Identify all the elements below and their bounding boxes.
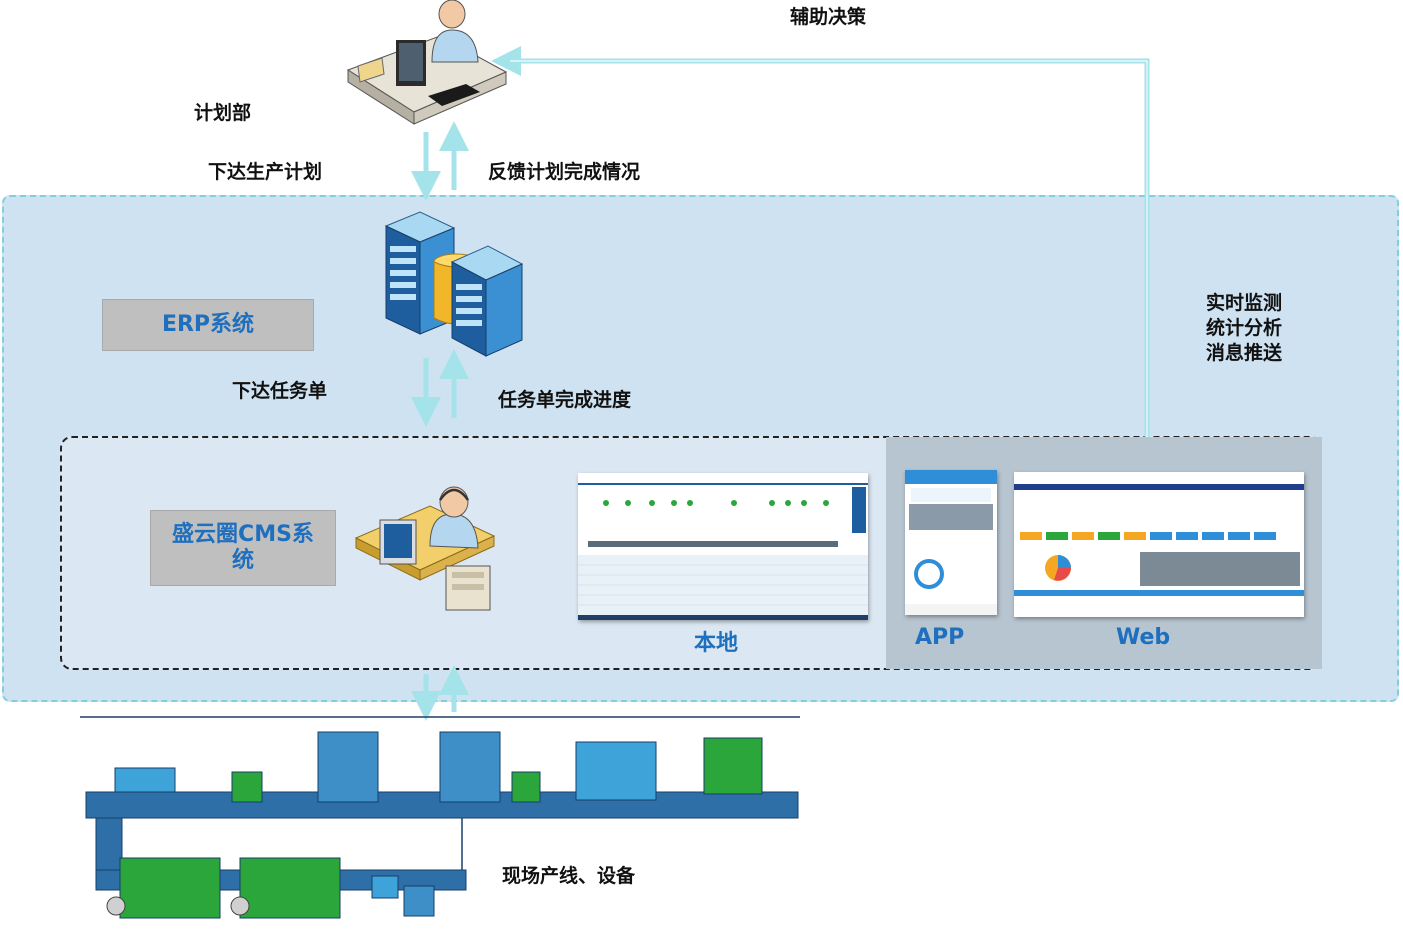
cms-system-box: 盛云圈CMS系统	[150, 510, 336, 586]
local-screen	[578, 473, 868, 620]
issue-task-label: 下达任务单	[232, 380, 328, 402]
monitor-label-1: 实时监测	[1206, 292, 1283, 314]
app-client-label: APP	[915, 625, 965, 650]
feedback-plan-label: 反馈计划完成情况	[488, 161, 641, 183]
erp-system-box: ERP系统	[102, 299, 314, 351]
monitor-label-2: 统计分析	[1206, 317, 1283, 339]
planning-dept-label: 计划部	[194, 102, 252, 124]
issue-plan-label: 下达生产计划	[208, 161, 323, 183]
app-screen	[905, 470, 997, 615]
web-client-label: Web	[1116, 625, 1171, 650]
web-screen	[1014, 472, 1304, 617]
aux-decision-label: 辅助决策	[790, 6, 867, 28]
task-progress-label: 任务单完成进度	[498, 389, 632, 411]
local-client-label: 本地	[694, 631, 739, 656]
monitor-label-3: 消息推送	[1206, 342, 1283, 364]
field-devices-label: 现场产线、设备	[502, 865, 636, 887]
